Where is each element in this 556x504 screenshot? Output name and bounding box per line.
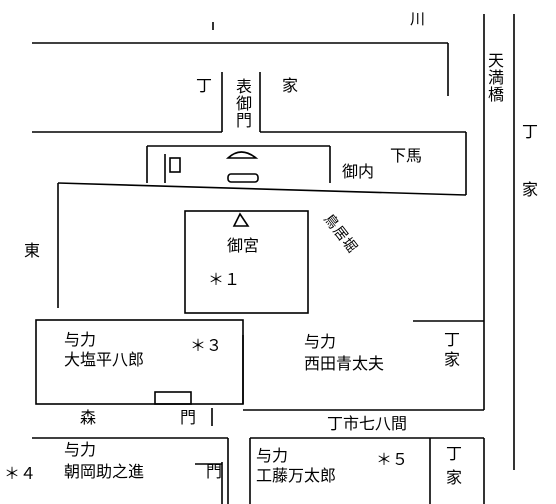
mori-label: 森 [80,408,97,427]
yoriki-label-1: 与力 [64,330,97,349]
mark-3: ＊３ [190,336,223,355]
gonai-label: 御内 [342,162,375,181]
cho-label-bottom: 丁 [446,444,463,463]
ie-label-right: 家 [522,180,539,199]
street-label: 丁市七八間 [327,414,408,433]
geba-label: 下馬 [390,146,423,165]
resident-oshio: 大塩平八郎 [64,350,145,369]
mon-label-bottom: 門 [206,462,223,481]
hut-mark [169,157,181,173]
yoriki-label-4: 与力 [256,446,289,465]
mark-5: ＊５ [376,450,409,469]
shrine-roof-mark [232,212,250,227]
mark-1: ＊１ [208,270,241,289]
mon-label-mid: 門 [180,408,197,427]
gomiya-label: 御宮 [227,236,260,255]
resident-kudo: 工藤万太郎 [256,466,337,485]
yoriki-label-3: 与力 [64,440,97,459]
ie-label-bottom: 家 [446,468,463,487]
cho-label-right: 丁 [522,122,539,141]
cho-label-top: 丁 [196,76,213,95]
gomiya-block [184,210,309,314]
ie-label-top: 家 [282,76,299,95]
ie-label-mid: 家 [444,350,461,369]
small-building [227,173,259,183]
higashi-label: 東 [24,241,41,260]
resident-asaoka: 朝岡助之進 [64,462,145,481]
river-label: 川 [410,10,426,28]
mark-4: ＊４ [4,464,37,483]
compound-top-line [57,182,467,196]
resident-nishida: 西田青太夫 [304,354,385,373]
omote-gomon-label: 表御門 [233,78,252,129]
cho-label-mid: 丁 [444,330,461,349]
yoriki-label-2: 与力 [304,332,337,351]
gate-mound [225,151,259,159]
tenma-bridge-label: 天満橋 [485,52,504,103]
residence-gate-notch [154,391,192,405]
